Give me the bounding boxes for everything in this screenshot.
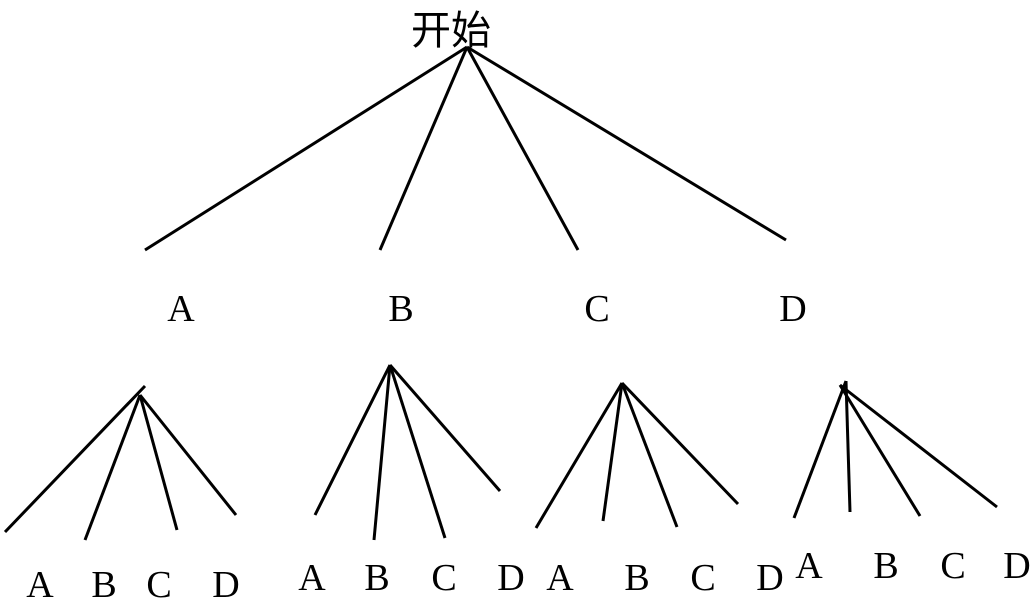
level1-label-a: A [167, 288, 195, 330]
leaf-label: B [91, 564, 116, 603]
leaf-label: A [298, 557, 326, 599]
leaf-label: C [690, 557, 715, 599]
edge-a-d [138, 394, 238, 516]
edge-c-a [534, 382, 624, 529]
level2-labels-b: A B C D [298, 557, 524, 599]
leaf-label: D [1003, 545, 1030, 587]
level2-labels-a: A B C D [26, 564, 239, 603]
edge-root-d [466, 45, 787, 242]
subtree-a-edges [3, 384, 238, 541]
level2-labels-c: A B C D [546, 557, 783, 599]
edge-d-b [844, 380, 852, 513]
level1-labels: A B C D [167, 288, 806, 330]
leaf-label: B [624, 557, 649, 599]
edge-a-b [83, 394, 142, 541]
leaf-label: B [873, 545, 898, 587]
leaf-label: A [546, 557, 574, 599]
edge-b-d [388, 364, 502, 492]
edge-root-a [144, 45, 468, 252]
leaf-label: C [940, 545, 965, 587]
subtree-c-edges [534, 381, 740, 529]
edge-a-c [138, 394, 179, 531]
leaf-label: A [26, 564, 54, 603]
edge-d-a [792, 380, 848, 519]
leaf-label: A [795, 545, 823, 587]
edge-d-d [839, 383, 998, 509]
leaf-label: B [364, 557, 389, 599]
level2-labels-d: A B C D [795, 545, 1030, 587]
leaf-label: D [497, 557, 524, 599]
root-label: 开始 [411, 8, 491, 54]
leaf-label: C [146, 564, 171, 603]
root-edges [144, 45, 787, 252]
edge-b-c [388, 364, 447, 539]
edge-d-c [838, 384, 922, 517]
edge-root-c [465, 46, 580, 251]
leaf-label: C [431, 557, 456, 599]
edge-c-c [620, 382, 679, 528]
level1-label-b: B [388, 288, 413, 330]
subtree-b-edges [313, 364, 502, 541]
leaf-label: D [212, 564, 239, 603]
leaf-label: D [756, 557, 783, 599]
level1-label-c: C [584, 288, 609, 330]
edge-b-b [372, 364, 392, 541]
edge-c-b [601, 382, 624, 522]
edge-a-a [3, 384, 147, 534]
edge-c-d [620, 381, 740, 506]
edge-b-a [313, 364, 392, 516]
edge-root-b [378, 46, 469, 251]
subtree-d-edges [792, 380, 998, 519]
level1-label-d: D [779, 288, 806, 330]
